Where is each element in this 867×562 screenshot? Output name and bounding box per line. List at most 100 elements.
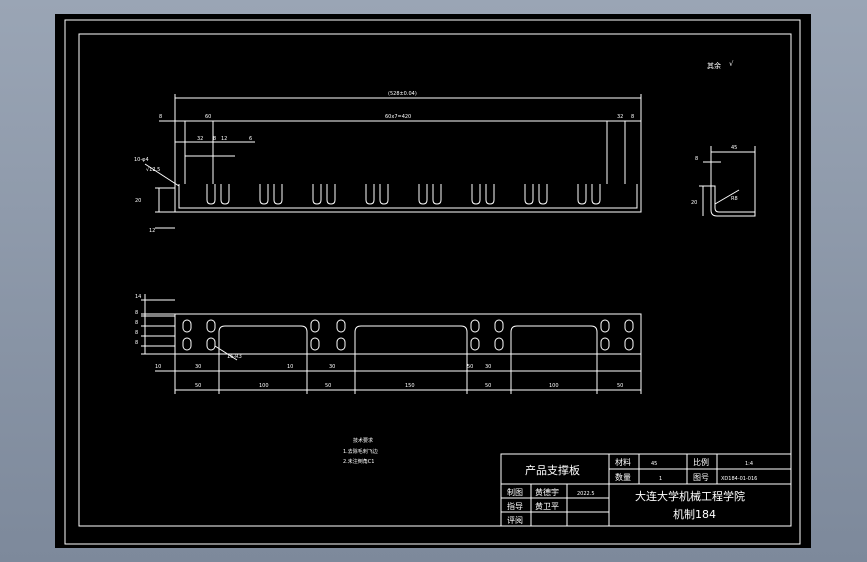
- roughness-note: 其余: [707, 61, 721, 70]
- top-view-notch: [273, 184, 283, 205]
- plan-row1-dim: 30: [195, 364, 201, 370]
- dim-small-6: 6: [249, 136, 252, 142]
- top-view-notch: [365, 184, 375, 205]
- top-view-notch: [591, 184, 601, 205]
- plan-row1-dim: 30: [329, 364, 335, 370]
- drawing-canvas: 其余 √ (528±0.04) 8 60 60x7=420 32 8: [64, 19, 801, 545]
- top-view-notch: [485, 184, 495, 205]
- plan-row2-dim: 50: [617, 383, 623, 389]
- plan-row1-dim: 10: [155, 364, 161, 370]
- drawn-date: 2022.5: [577, 491, 595, 497]
- side-view: 45 8 20 R8: [691, 145, 756, 217]
- plan-row1-dim: 50: [467, 364, 473, 370]
- class-name: 机制184: [673, 507, 716, 521]
- dim-left-offset: 8: [159, 114, 162, 120]
- plan-hole: [182, 319, 192, 333]
- inner-frame: [78, 33, 792, 527]
- plan-row1-dim: 30: [485, 364, 491, 370]
- hole-note: 10-φ4: [134, 157, 149, 163]
- plan-hole: [624, 337, 634, 351]
- top-view-notch: [206, 184, 216, 205]
- dim-right-b: 8: [631, 114, 634, 120]
- plan-hole: [182, 337, 192, 351]
- plan-outline: [174, 313, 642, 355]
- plan-row2-dim: 150: [405, 383, 415, 389]
- review-label: 评阅: [507, 516, 523, 525]
- top-view-notch: [326, 184, 336, 205]
- plan-hole: [310, 337, 320, 351]
- dim-pattern: 60x7=420: [385, 114, 411, 120]
- plan-left-dim: 8: [135, 320, 138, 326]
- plan-hole: [494, 337, 504, 351]
- side-thickness: 8: [695, 156, 698, 162]
- side-radius: R8: [731, 196, 738, 202]
- drawing-no-value: XD184-01-016: [721, 476, 757, 482]
- plan-hole: [494, 319, 504, 333]
- plan-hole: [624, 319, 634, 333]
- plan-hole: [336, 337, 346, 351]
- plan-hole: [336, 319, 346, 333]
- top-view-notch: [471, 184, 481, 205]
- dim-right-a: 32: [617, 114, 623, 120]
- top-view-notch: [220, 184, 230, 205]
- top-view-notch: [259, 184, 269, 205]
- material-label: 材料: [615, 457, 631, 467]
- qty-label: 数量: [615, 472, 631, 482]
- plan-hole: [470, 319, 480, 333]
- side-width: 45: [731, 145, 737, 151]
- top-view: (528±0.04) 8 60 60x7=420 32 8 32 8 12 6 …: [134, 91, 642, 234]
- plan-row2-dim: 50: [195, 383, 201, 389]
- part-name: 产品支撑板: [525, 463, 580, 477]
- qty-value: 1: [659, 476, 662, 482]
- dim-height: 20: [135, 198, 141, 204]
- plan-left-dim: 8: [135, 330, 138, 336]
- tech-item-2: 2.未注倒角C1: [343, 458, 374, 465]
- plan-hole: [600, 337, 610, 351]
- top-view-outline: [174, 184, 642, 213]
- top-view-notch: [577, 184, 587, 205]
- tech-notes: 技术要求 1.去除毛刺飞边 2.未注倒角C1: [343, 437, 378, 465]
- school-name: 大连大学机械工程学院: [635, 489, 745, 503]
- plan-row2-dim: 100: [259, 383, 269, 389]
- checked-name: 黄卫平: [535, 501, 559, 511]
- scale-label: 比例: [693, 457, 709, 467]
- dim-small-12: 12: [221, 136, 227, 142]
- plan-holes: [182, 319, 634, 351]
- plan-row2-dim: 50: [325, 383, 331, 389]
- plan-hole: [600, 319, 610, 333]
- plan-left-dim: 8: [135, 340, 138, 346]
- checked-label: 指导: [507, 501, 523, 511]
- tech-item-1: 1.去除毛刺飞边: [343, 448, 378, 455]
- plan-left-dim: 8: [135, 310, 138, 316]
- dim-overall: (528±0.04): [388, 91, 417, 97]
- roughness-symbol: √: [729, 60, 734, 68]
- drawing-sheet: 其余 √ (528±0.04) 8 60 60x7=420 32 8: [55, 14, 811, 548]
- depth-note: √12.5: [146, 167, 160, 173]
- plan-hole: [206, 319, 216, 333]
- side-height: 20: [691, 200, 697, 206]
- top-view-notches: [206, 184, 601, 205]
- dim-small-8: 8: [213, 136, 216, 142]
- drawn-name: 黄德宇: [535, 487, 559, 497]
- dim-first-pitch: 60: [205, 114, 211, 120]
- plan-row2-dim: 100: [549, 383, 559, 389]
- top-view-notch: [538, 184, 548, 205]
- top-view-inner: [178, 184, 638, 209]
- title-block: 产品支撑板 材料 45 比例 1:4 数量 1 图号 XD184-01-016 …: [500, 453, 792, 527]
- tech-title: 技术要求: [353, 437, 373, 444]
- drawing-no-label: 图号: [693, 473, 709, 482]
- plan-slot-1: [218, 325, 308, 354]
- top-view-notch: [379, 184, 389, 205]
- material-value: 45: [651, 461, 657, 467]
- top-view-notch: [418, 184, 428, 205]
- dim-small-32: 32: [197, 136, 203, 142]
- top-view-notch: [312, 184, 322, 205]
- dim-base: 12: [149, 228, 155, 234]
- plan-hole: [206, 337, 216, 351]
- drawn-label: 制图: [507, 487, 523, 497]
- top-view-notch: [432, 184, 442, 205]
- top-view-notch: [524, 184, 534, 205]
